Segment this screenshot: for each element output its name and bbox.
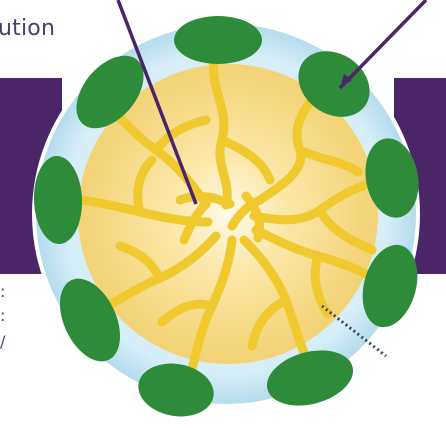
head-group-top [174,16,262,64]
pointer-line-head [340,0,426,88]
